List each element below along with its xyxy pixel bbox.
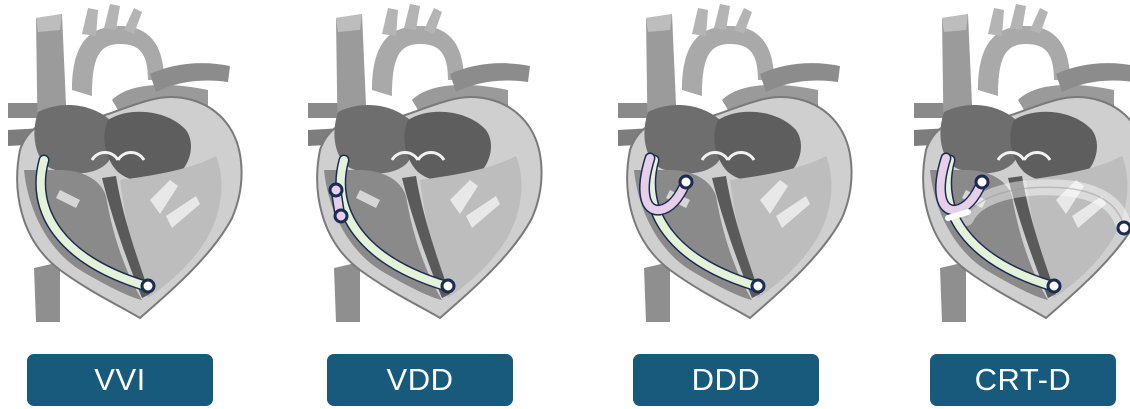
panel-vvi: VVI — [0, 0, 260, 409]
atrial-sensing-electrode-2 — [335, 210, 347, 222]
label-vvi: VVI — [27, 354, 213, 406]
label-vdd: VDD — [327, 354, 513, 406]
label-ddd: DDD — [633, 354, 819, 406]
panel-crtd: CRT-D — [906, 0, 1130, 409]
heart-illustration-ddd — [610, 0, 870, 340]
panel-ddd: DDD — [610, 0, 870, 409]
ventricular-electrode — [1048, 280, 1060, 292]
atrial-electrode — [976, 176, 988, 188]
panel-vdd: VDD — [300, 0, 560, 409]
label-crtd: CRT-D — [930, 354, 1116, 406]
heart-illustration-vvi — [0, 0, 260, 340]
atrial-sensing-electrode — [330, 184, 342, 196]
ventricular-electrode — [752, 280, 764, 292]
heart-illustration-vdd — [300, 0, 560, 340]
atrial-electrode — [680, 176, 692, 188]
lv-electrode — [1118, 222, 1130, 234]
ventricular-electrode — [142, 280, 154, 292]
ventricular-electrode — [442, 280, 454, 292]
heart-illustration-crtd — [906, 0, 1130, 340]
